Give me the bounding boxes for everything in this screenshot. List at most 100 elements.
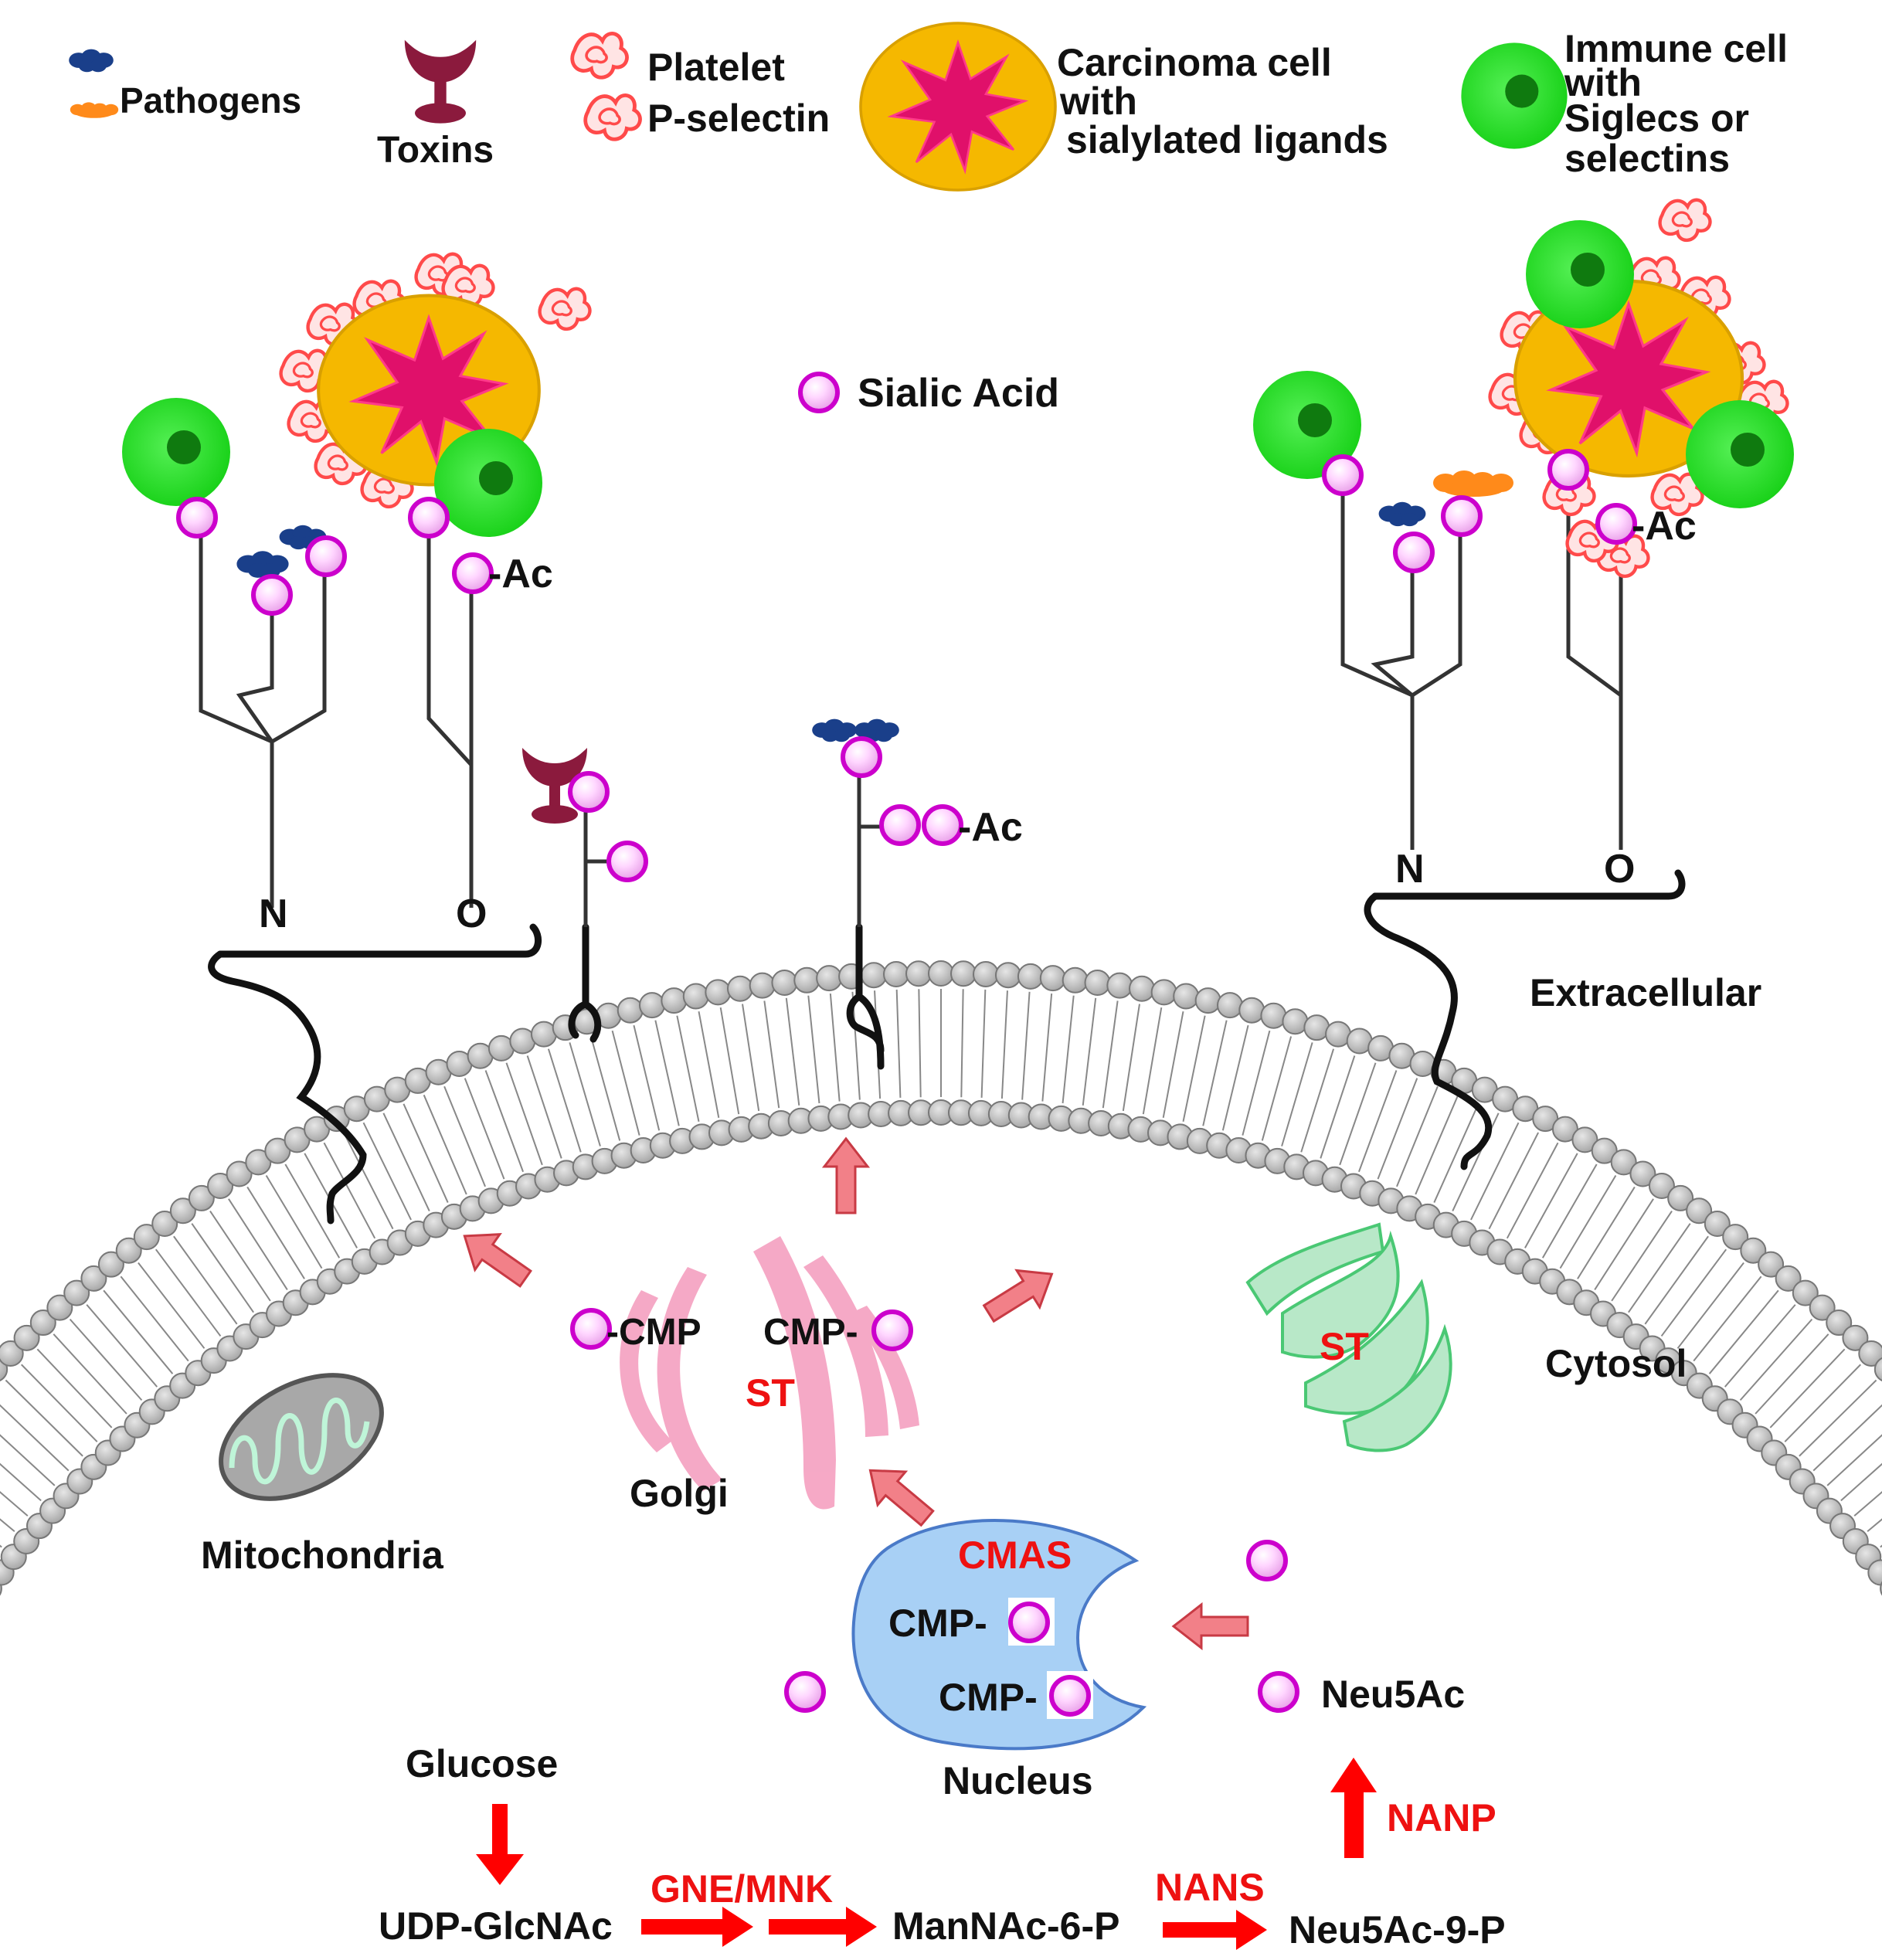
legend-pathogen-icon bbox=[69, 49, 119, 118]
lipid-head-outer bbox=[972, 960, 999, 987]
lipid-tail bbox=[5, 1379, 83, 1457]
right-immune-cell-1 bbox=[1526, 220, 1634, 328]
lipid-head-outer bbox=[169, 1197, 196, 1225]
lipid-tail bbox=[1676, 1262, 1744, 1349]
lipid-head-outer bbox=[1722, 1224, 1749, 1251]
left-acetyl-label: -Ac bbox=[488, 552, 553, 596]
lipid-head-outer bbox=[1792, 1279, 1819, 1306]
lipid-tail bbox=[69, 1318, 143, 1401]
lipid-tail bbox=[763, 1000, 780, 1109]
lipid-tail bbox=[1062, 995, 1075, 1104]
neu5ac-label: Neu5Ac bbox=[1321, 1673, 1465, 1716]
golgi-st-enzyme: ST bbox=[746, 1371, 795, 1415]
lipid-tail bbox=[1541, 1163, 1598, 1259]
lipid-tail bbox=[246, 1186, 305, 1279]
lipid-tail bbox=[1122, 1004, 1140, 1112]
lipid-head-outer bbox=[1260, 1002, 1287, 1029]
arrow-gne-to-mannac bbox=[769, 1907, 877, 1947]
legend: Pathogens Toxins Platelet P-selectin Car… bbox=[69, 22, 1788, 192]
cytosol-label: Cytosol bbox=[1545, 1342, 1687, 1385]
lipid-head-outer bbox=[771, 969, 798, 996]
legend-platelet-label: Platelet bbox=[647, 46, 785, 89]
lipid-tail bbox=[1628, 1223, 1691, 1313]
lipid-head-outer bbox=[1758, 1251, 1785, 1278]
left-n-glycan bbox=[199, 533, 327, 908]
lipid-tail bbox=[1826, 1434, 1882, 1486]
lipid-head-outer bbox=[133, 1224, 160, 1251]
lipid-tail bbox=[1377, 1078, 1418, 1180]
lipid-head-outer bbox=[617, 997, 644, 1024]
lipid-tail bbox=[382, 1112, 430, 1211]
lipid-tail bbox=[1202, 1020, 1228, 1126]
legend-toxin-icon bbox=[404, 39, 477, 124]
lipid-tail bbox=[505, 1062, 543, 1166]
lipid-tail bbox=[1724, 1304, 1796, 1388]
lipid-head-outer bbox=[1238, 997, 1265, 1024]
lipid-head-outer bbox=[1591, 1137, 1618, 1164]
lipid-tail bbox=[1739, 1318, 1813, 1401]
legend-carcinoma-label-2: with bbox=[1059, 80, 1137, 123]
transmembrane-proteins bbox=[208, 869, 1686, 1225]
right-acetyl-label: -Ac bbox=[1632, 504, 1697, 549]
golgi-label: Golgi bbox=[630, 1472, 729, 1515]
lipid-tail bbox=[589, 1036, 621, 1141]
lipid-tail bbox=[209, 1210, 271, 1302]
left-o-glycan bbox=[426, 525, 474, 908]
lipid-head-outer bbox=[97, 1251, 124, 1278]
lipid-head-outer bbox=[63, 1279, 90, 1306]
nucleus-label: Nucleus bbox=[943, 1759, 1093, 1802]
lipid-head-outer bbox=[29, 1309, 56, 1337]
lipid-tail bbox=[1470, 1122, 1520, 1221]
lipid-tail bbox=[611, 1030, 640, 1136]
mitochondria bbox=[219, 1373, 384, 1501]
lipid-tail bbox=[484, 1070, 525, 1173]
legend-pathogens-label: Pathogens bbox=[120, 80, 301, 121]
lipid-tail bbox=[1799, 1379, 1877, 1457]
left-o-glycan-label: O bbox=[456, 892, 487, 936]
legend-carcinoma-icon bbox=[859, 22, 1057, 192]
lipid-head-outer bbox=[793, 966, 820, 994]
lipid-head-outer bbox=[1084, 969, 1111, 996]
lipid-tail bbox=[1769, 1348, 1846, 1428]
endoplasmic-reticulum bbox=[1245, 1222, 1452, 1452]
lipid-tail bbox=[173, 1235, 238, 1325]
lipid-head-outer bbox=[188, 1184, 215, 1211]
lipid-tail bbox=[1506, 1142, 1559, 1239]
lipid-tail bbox=[676, 1015, 700, 1123]
right-immune-cell-3 bbox=[1686, 400, 1794, 508]
right-n-glycan bbox=[1340, 483, 1462, 850]
sialic-acid-key: Sialic Acid bbox=[800, 371, 1059, 416]
legend-immune-label-2: with bbox=[1564, 61, 1642, 104]
trafficking-arrows bbox=[463, 1136, 1249, 1651]
nucleus-cmp-label-2: CMP- bbox=[939, 1676, 1038, 1719]
lipid-tail bbox=[284, 1163, 341, 1259]
lipid-head-outer bbox=[928, 960, 954, 987]
lipid-tail bbox=[1660, 1248, 1727, 1337]
lipid-tail bbox=[403, 1103, 449, 1203]
sialic-acid-label: Sialic Acid bbox=[858, 371, 1059, 416]
lipid-tail bbox=[1708, 1289, 1779, 1374]
lipid-head-outer bbox=[1858, 1340, 1882, 1367]
lipid-tail bbox=[191, 1223, 254, 1313]
lipid-head-outer bbox=[861, 962, 888, 989]
legend-pselectin-label: P-selectin bbox=[647, 97, 830, 140]
left-immune-cell-1 bbox=[122, 398, 230, 506]
lipid-tail bbox=[633, 1024, 661, 1131]
lipid-tail bbox=[1082, 997, 1097, 1106]
lipid-head-outer bbox=[1686, 1197, 1713, 1225]
lipid-tail bbox=[1594, 1198, 1654, 1290]
lipid-head-outer bbox=[264, 1137, 291, 1164]
lipid-tail bbox=[1415, 1094, 1459, 1195]
lipid-head-outer bbox=[151, 1211, 178, 1238]
lipid-tail bbox=[1867, 1518, 1882, 1532]
left-sialic-acids bbox=[178, 499, 491, 613]
legend-platelet-icon bbox=[572, 33, 640, 139]
lipid-tail bbox=[1524, 1153, 1578, 1248]
legend-toxins-label: Toxins bbox=[377, 130, 494, 171]
lipid-head-outer bbox=[115, 1237, 142, 1264]
lipid-head-outer bbox=[13, 1324, 40, 1351]
lipid-tail bbox=[0, 1544, 2, 1548]
lipid-tail bbox=[1000, 990, 1008, 1099]
lipid-head-outer bbox=[1826, 1309, 1853, 1337]
lipid-tail bbox=[851, 991, 861, 1100]
